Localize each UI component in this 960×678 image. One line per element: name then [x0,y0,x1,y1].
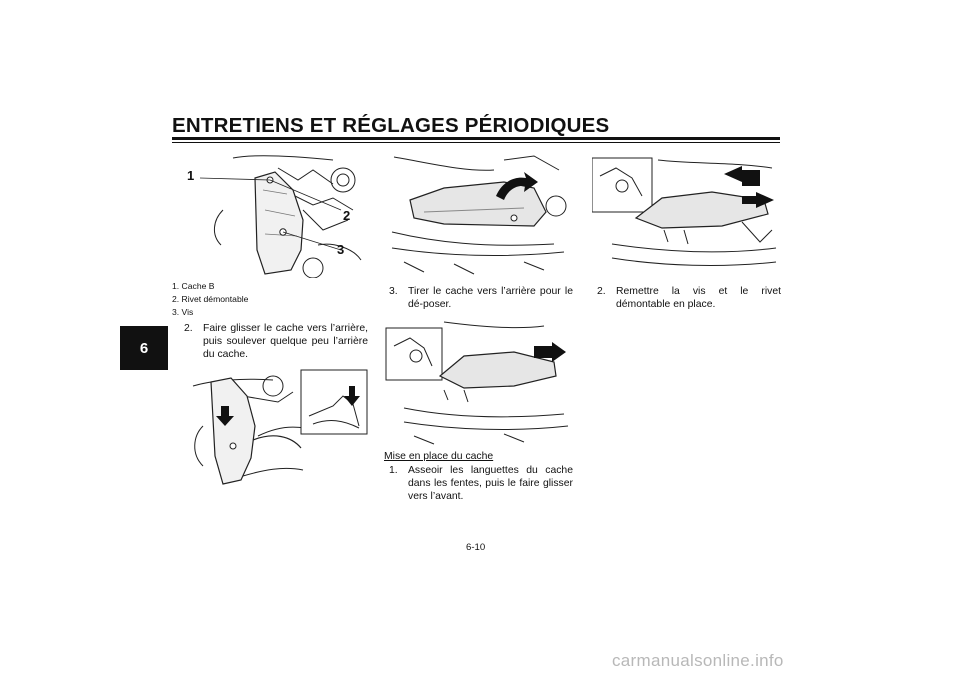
legend-item-vis: 3. Vis [172,307,194,317]
legend-item-rivet: 2. Rivet démontable [172,294,249,304]
cache-b-drawing [199,155,362,278]
chapter-tab: 6 [120,326,168,370]
title-rule-thin [172,142,780,143]
callout-1: 1 [187,168,195,183]
page-title: ENTRETIENS ET RÉGLAGES PÉRIODIQUES [172,114,610,137]
step-text: Faire glisser le cache vers l’arrière, p… [203,323,368,361]
illustration-install-cover [384,316,572,446]
step-number: 2. [184,323,193,334]
step-text: Remettre la vis et le rivet démontable e… [616,286,781,311]
illustration-refit-cover [592,152,780,276]
step-number: 1. [389,465,398,476]
illustration-slide-cover [183,366,368,490]
callout-3: 3 [337,242,345,257]
step-text: Tirer le cache vers l’arrière pour le dé… [408,286,573,311]
step-removal-2: 2. Faire glisser le cache vers l’arrière… [184,322,368,362]
legend-item-cache-b: 1. Cache B [172,281,215,291]
step-text: Asseoir les languettes du cache dans les… [408,465,573,503]
step-number: 2. [597,286,606,297]
pull-cover-drawing [391,155,567,275]
illustration-pull-cover [384,152,572,276]
step-install-2: 2. Remettre la vis et le rivet démontabl… [597,285,781,311]
title-rule-thick [172,137,780,140]
refit-cover-drawing [592,157,777,266]
step-install-1: 1. Asseoir les languettes du cache dans … [389,464,573,504]
install-heading: Mise en place du cache [384,451,494,462]
callout-2: 2 [343,208,351,223]
step-number: 3. [389,286,398,297]
page-number: 6-10 [466,542,486,553]
figure-legend: 1. Cache B 2. Rivet démontable 3. Vis [172,280,248,319]
watermark: carmanualsonline.info [612,651,784,670]
slide-cover-drawing [192,369,368,485]
install-cover-drawing [385,321,569,445]
illustration-cache-b: 1 2 3 [183,150,368,278]
step-removal-3: 3. Tirer le cache vers l’arrière pour le… [389,285,573,311]
